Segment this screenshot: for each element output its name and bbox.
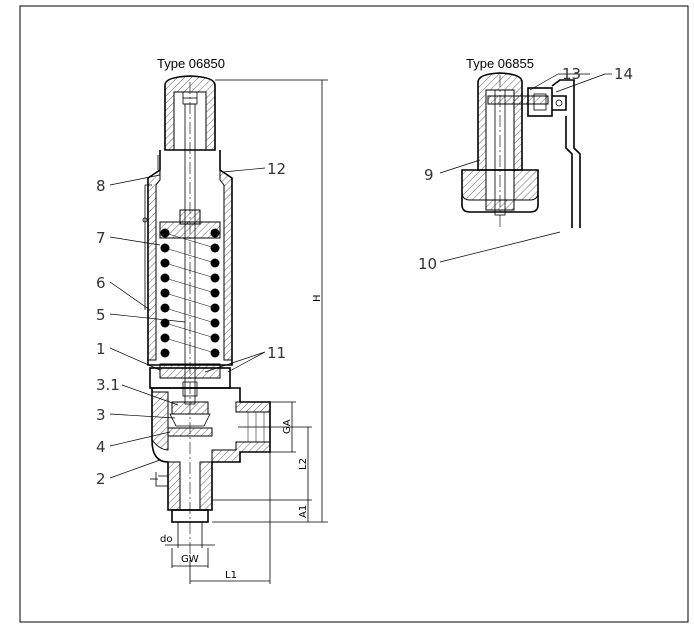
spring-coils xyxy=(160,228,220,358)
drawing-border xyxy=(19,5,689,623)
callout-11: 11 xyxy=(267,344,286,362)
callout-9: 9 xyxy=(424,166,434,184)
title-type-06850: Type 06850 xyxy=(157,56,225,71)
bonnet xyxy=(142,150,233,366)
dim-do: do xyxy=(160,534,172,545)
title-type-06855: Type 06855 xyxy=(466,56,534,71)
leader-14 xyxy=(555,73,606,93)
callout-8: 8 xyxy=(96,177,106,195)
valve-type-06850: Type 06850 xyxy=(96,56,328,584)
callout-4: 4 xyxy=(96,438,106,456)
dim-h: H xyxy=(312,294,323,302)
leader-9 xyxy=(439,159,481,174)
callout-5: 5 xyxy=(96,306,106,324)
lifting-lever xyxy=(551,79,581,228)
callout-1: 1 xyxy=(96,340,106,358)
lower-spring-plate xyxy=(159,363,221,379)
callout-10: 10 xyxy=(418,255,437,273)
callout-3: 3 xyxy=(96,406,106,424)
dim-l1: L1 xyxy=(225,570,237,581)
lever-cam xyxy=(487,95,549,105)
dim-a1: A1 xyxy=(298,505,309,518)
dimensions-left: H GA L2 A1 do GW xyxy=(160,79,328,584)
callout-12: 12 xyxy=(267,160,286,178)
callout-13: 13 xyxy=(562,65,581,83)
dim-gw: GW xyxy=(181,554,199,565)
dim-l2: L2 xyxy=(298,458,309,470)
callout-7: 7 xyxy=(96,229,106,247)
callout-14: 14 xyxy=(614,65,633,83)
callouts-left xyxy=(109,167,266,479)
cap xyxy=(164,75,216,151)
callout-6: 6 xyxy=(96,274,106,292)
callout-3-1: 3.1 xyxy=(96,376,120,394)
callout-2: 2 xyxy=(96,470,106,488)
leader-10 xyxy=(439,231,561,263)
valve-body xyxy=(150,387,271,523)
valve-type-06855: Type 06855 9 10 13 14 xyxy=(418,56,633,273)
leader-13 xyxy=(529,73,559,91)
bonnet-top xyxy=(461,169,539,213)
lever-hub xyxy=(527,87,567,117)
